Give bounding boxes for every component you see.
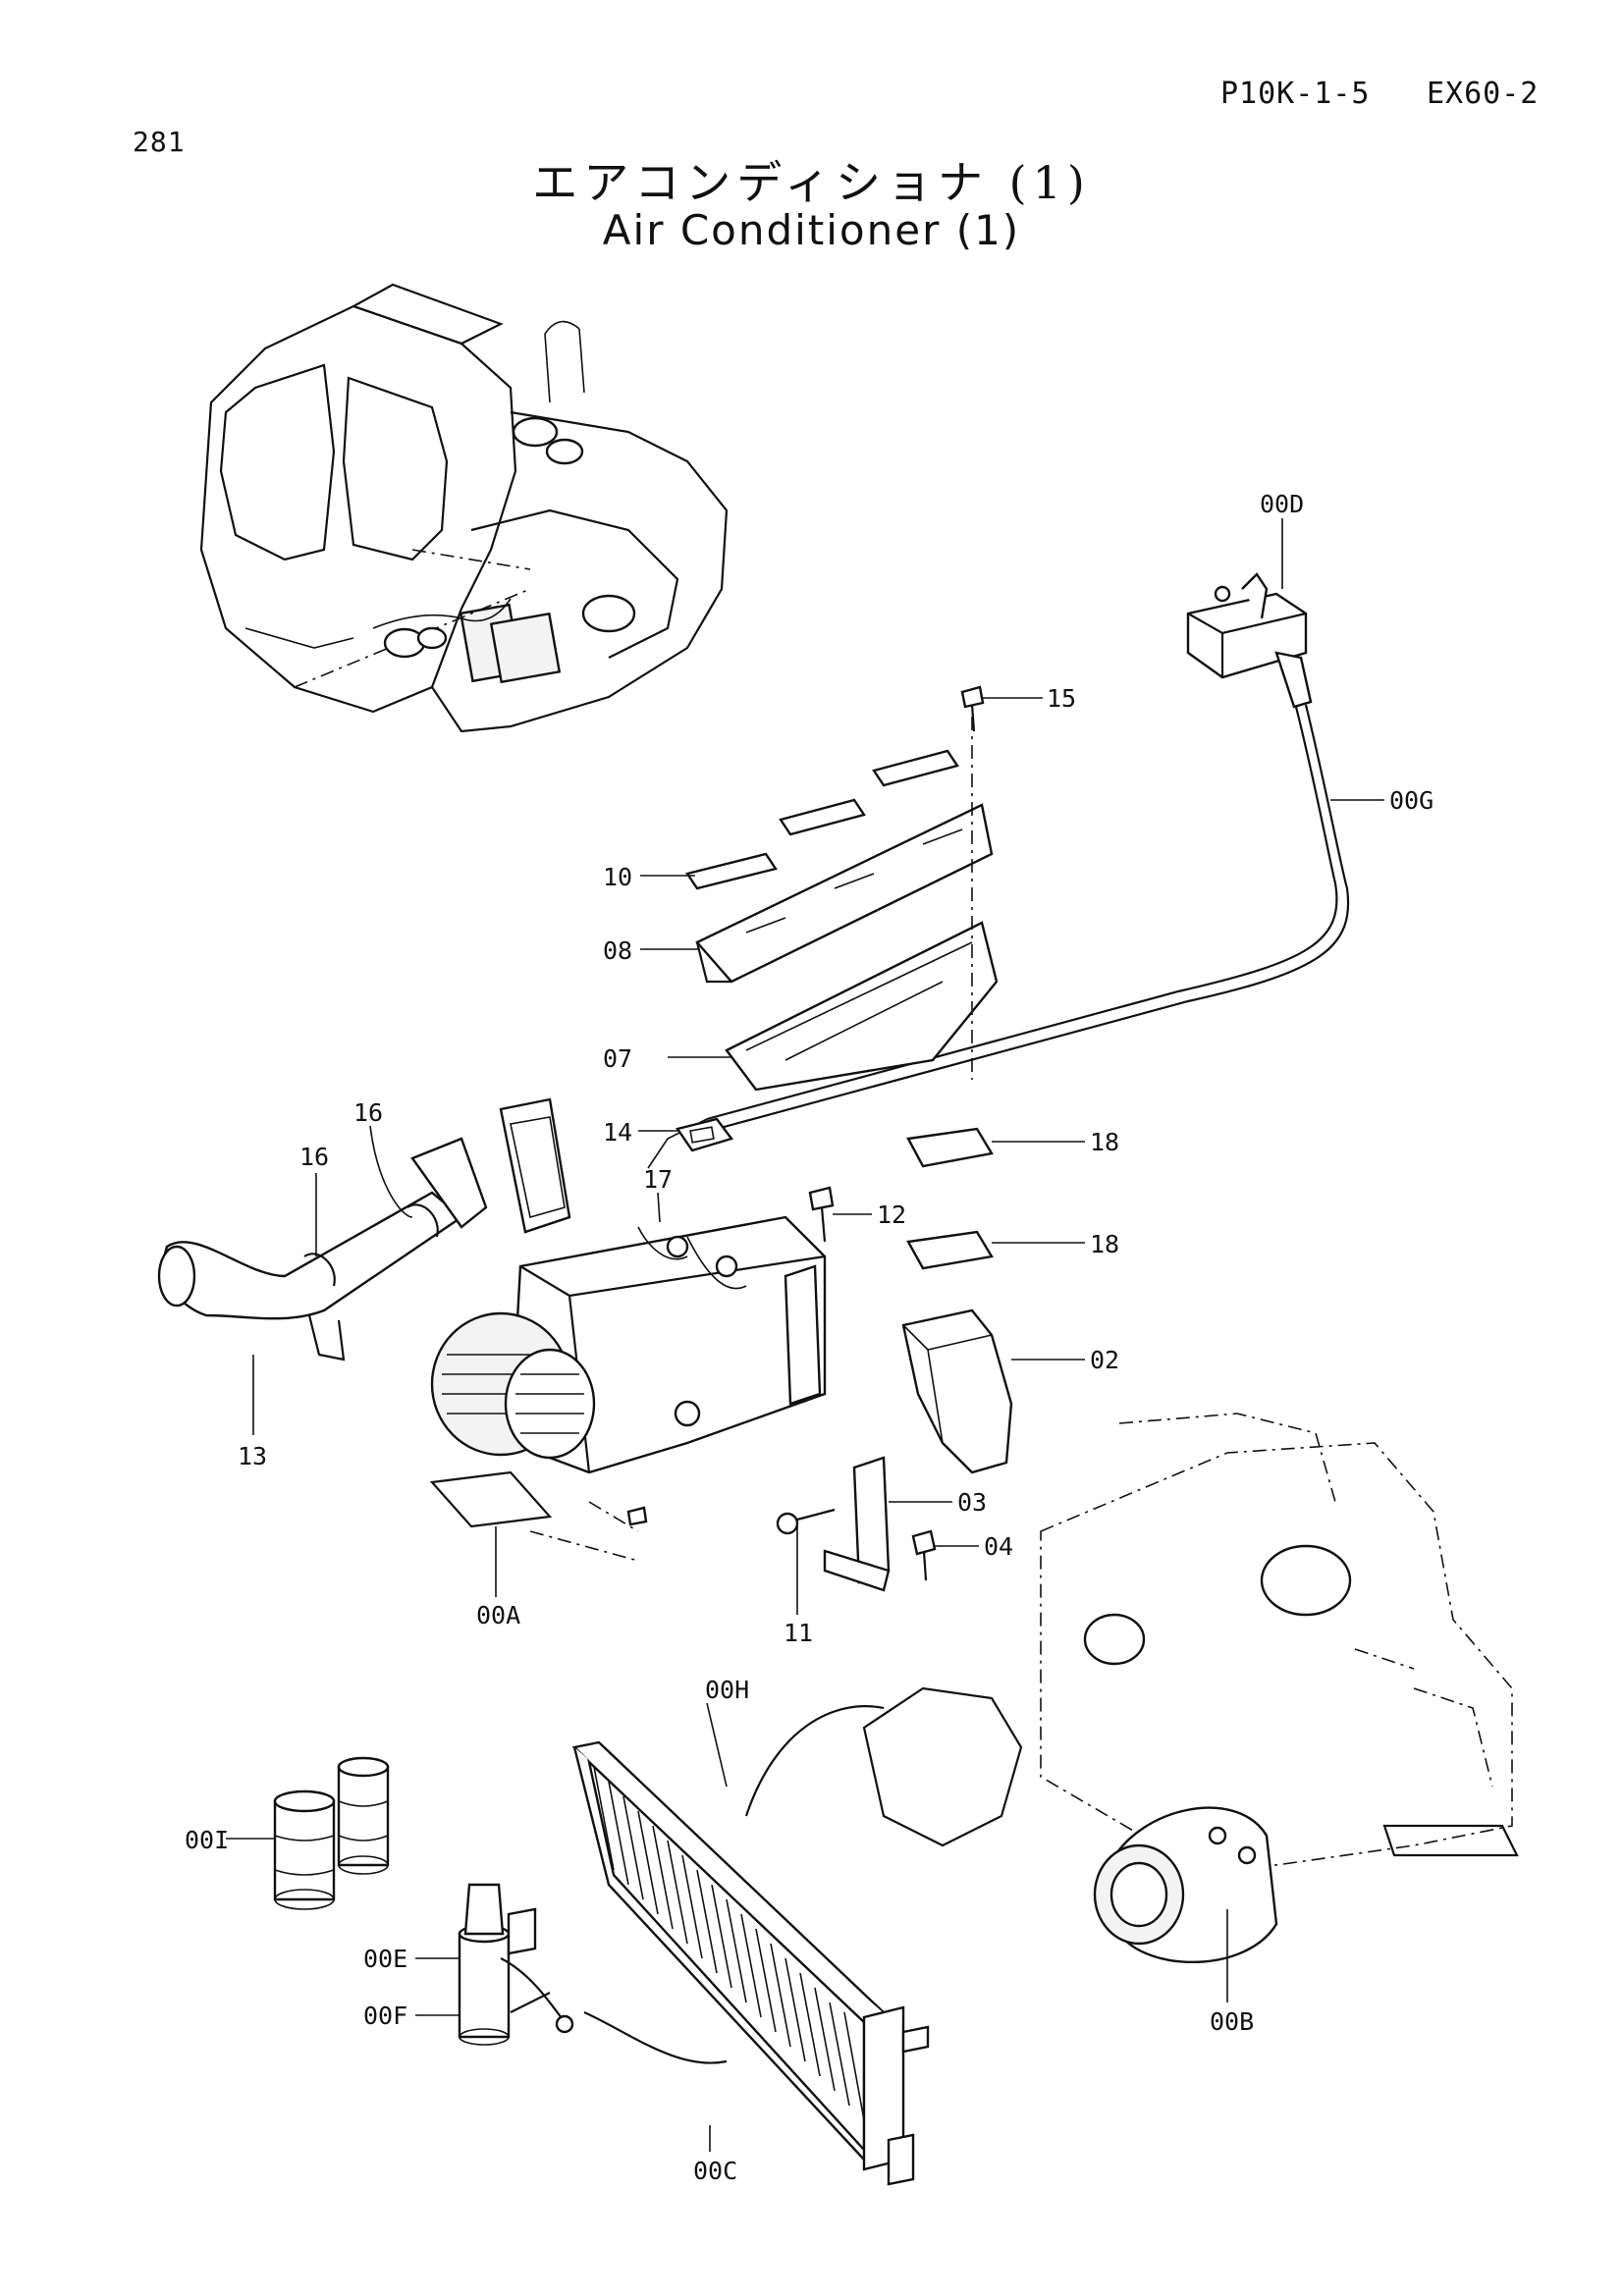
- callout-02: 02: [1090, 1346, 1119, 1374]
- page-number: 281: [133, 126, 186, 158]
- excavator-overview-illustration: [199, 283, 729, 733]
- part-13-intake-duct: [157, 1097, 571, 1362]
- part-15-bolt: [960, 685, 985, 732]
- part-02-connector-duct: [901, 1308, 1013, 1474]
- callout-16-right: 16: [353, 1098, 383, 1127]
- part-00C-condenser: [571, 1740, 930, 2186]
- part-10-louvers: [685, 749, 959, 890]
- callout-07: 07: [603, 1044, 632, 1073]
- callout-00B: 00B: [1210, 2007, 1254, 2036]
- callout-14: 14: [603, 1118, 632, 1147]
- callout-11: 11: [784, 1619, 813, 1647]
- part-00A-heater-unit: [429, 1215, 827, 1562]
- part-16-clamps: [303, 1203, 439, 1287]
- callout-00F: 00F: [363, 2002, 407, 2030]
- callout-18-upper: 18: [1090, 1128, 1119, 1156]
- part-14-seal: [676, 1117, 733, 1152]
- callout-00C: 00C: [693, 2157, 737, 2185]
- model-code: EX60-2: [1427, 77, 1540, 111]
- part-00E-receiver-drier: [458, 1883, 574, 2046]
- page-title-english: Air Conditioner (1): [602, 206, 1021, 254]
- callout-12: 12: [877, 1201, 906, 1229]
- drawing-code: P10K-1-5: [1220, 77, 1371, 111]
- part-00I-filters: [273, 1756, 390, 1910]
- engine-illustration: [862, 1413, 1519, 1866]
- callout-00E: 00E: [363, 1945, 407, 1973]
- part-04-bolt: [911, 1529, 937, 1581]
- part-00B-compressor: [1093, 1806, 1278, 1964]
- callout-18-lower: 18: [1090, 1230, 1119, 1258]
- part-00D-control-switch: [1186, 572, 1313, 709]
- callout-00H: 00H: [705, 1676, 749, 1704]
- callout-10: 10: [603, 863, 632, 891]
- part-12-bolt: [808, 1186, 835, 1243]
- callout-15: 15: [1047, 684, 1076, 713]
- part-18-gaskets: [906, 1127, 994, 1270]
- callout-00D: 00D: [1260, 490, 1304, 518]
- part-03-bracket: [823, 1456, 891, 1592]
- callout-16-left: 16: [299, 1143, 329, 1171]
- callout-00I: 00I: [185, 1826, 229, 1854]
- part-00H-hose: [744, 1705, 885, 1817]
- callout-13: 13: [238, 1442, 267, 1470]
- callout-17: 17: [643, 1165, 673, 1194]
- callout-00G: 00G: [1389, 786, 1434, 815]
- part-07-lower-duct: [725, 921, 999, 1092]
- page-title-japanese: エアコンディショナ (1): [532, 156, 1091, 209]
- callout-08: 08: [603, 936, 632, 965]
- callout-00A: 00A: [476, 1601, 520, 1629]
- callout-labels: 15 00D 00G 10 08 07 14 18 18 16 16 17 12…: [185, 490, 1434, 2185]
- callout-04: 04: [984, 1532, 1013, 1561]
- callout-03: 03: [957, 1488, 987, 1517]
- leader-lines: [226, 518, 1384, 2152]
- part-11-bolt: [776, 1508, 836, 1535]
- part-08-upper-duct: [695, 803, 994, 984]
